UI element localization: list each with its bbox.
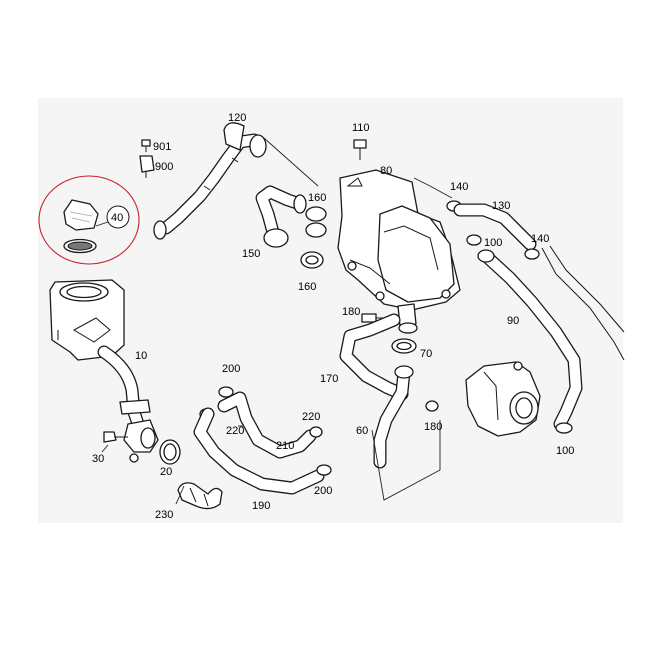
part-900-sensor[interactable]: [139, 155, 155, 178]
label-100-lower[interactable]: 100: [556, 445, 574, 457]
label-160-lower[interactable]: 160: [298, 281, 316, 293]
label-110[interactable]: 110: [352, 122, 370, 134]
label-220-left[interactable]: 220: [226, 425, 244, 437]
part-200-clamp-lower[interactable]: [316, 464, 332, 476]
highlight-circle: [38, 175, 140, 265]
part-150-hose[interactable]: [255, 185, 307, 248]
part-130-hose[interactable]: [453, 203, 537, 251]
part-90-hose[interactable]: [477, 249, 583, 431]
part-210-hose[interactable]: [217, 391, 317, 459]
label-901[interactable]: 901: [153, 141, 171, 153]
part-110-bolt[interactable]: [353, 139, 367, 160]
part-100-clamp-upper[interactable]: [466, 234, 482, 246]
part-120-hose[interactable]: [153, 122, 267, 240]
label-30[interactable]: 30: [92, 453, 104, 465]
part-20-seal-ring[interactable]: [159, 439, 181, 465]
part-170-hose[interactable]: [339, 313, 409, 401]
label-130[interactable]: 130: [492, 200, 510, 212]
label-180-upper[interactable]: 180: [342, 306, 360, 318]
part-190-hose[interactable]: [193, 407, 325, 495]
part-230-clip[interactable]: [177, 482, 223, 510]
label-180-lower[interactable]: 180: [424, 421, 442, 433]
label-200-lower[interactable]: 200: [314, 485, 332, 497]
part-100-housing[interactable]: [465, 361, 541, 437]
label-120[interactable]: 120: [228, 112, 246, 124]
label-40[interactable]: 40: [111, 212, 123, 224]
part-40-cap[interactable]: [63, 199, 109, 254]
label-190[interactable]: 190: [252, 500, 270, 512]
label-20[interactable]: 20: [160, 466, 172, 478]
part-200-clamp-upper[interactable]: [218, 386, 234, 398]
part-100-clamp-lower[interactable]: [555, 422, 573, 434]
label-100-upper[interactable]: 100: [484, 237, 502, 249]
part-160-clamp-lower[interactable]: [300, 251, 324, 269]
part-180-clamp-lower[interactable]: [425, 400, 439, 412]
label-160-upper[interactable]: 160: [308, 192, 326, 204]
vehicle-line: [541, 245, 625, 361]
label-90[interactable]: 90: [507, 315, 519, 327]
label-230[interactable]: 230: [155, 509, 173, 521]
label-900[interactable]: 900: [155, 161, 173, 173]
label-140-lower[interactable]: 140: [531, 233, 549, 245]
part-220-clamp-right[interactable]: [309, 426, 323, 438]
part-10-intake-housing[interactable]: [49, 279, 159, 463]
label-210[interactable]: 210: [276, 440, 294, 452]
label-60[interactable]: 60: [356, 425, 368, 437]
part-70-clamp[interactable]: [391, 338, 417, 354]
leader-lines: [175, 137, 453, 505]
label-150[interactable]: 150: [242, 248, 260, 260]
label-220-right[interactable]: 220: [302, 411, 320, 423]
label-170[interactable]: 170: [320, 373, 338, 385]
part-30-bolt[interactable]: [101, 431, 128, 453]
part-80-oil-separator[interactable]: [337, 169, 461, 334]
label-70[interactable]: 70: [420, 348, 432, 360]
label-200-upper[interactable]: 200: [222, 363, 240, 375]
part-160-clamp-upper[interactable]: [305, 206, 327, 238]
callout-bubble-40: [106, 205, 130, 229]
part-labels: 120 901 900 110 80 140 130 160 40 100 14…: [92, 112, 574, 521]
part-60-hose[interactable]: [373, 365, 414, 469]
label-80[interactable]: 80: [380, 165, 392, 177]
part-901-screw[interactable]: [141, 139, 151, 152]
label-10[interactable]: 10: [135, 350, 147, 362]
part-140-clamp-lower[interactable]: [524, 248, 540, 260]
label-140-upper[interactable]: 140: [450, 181, 468, 193]
